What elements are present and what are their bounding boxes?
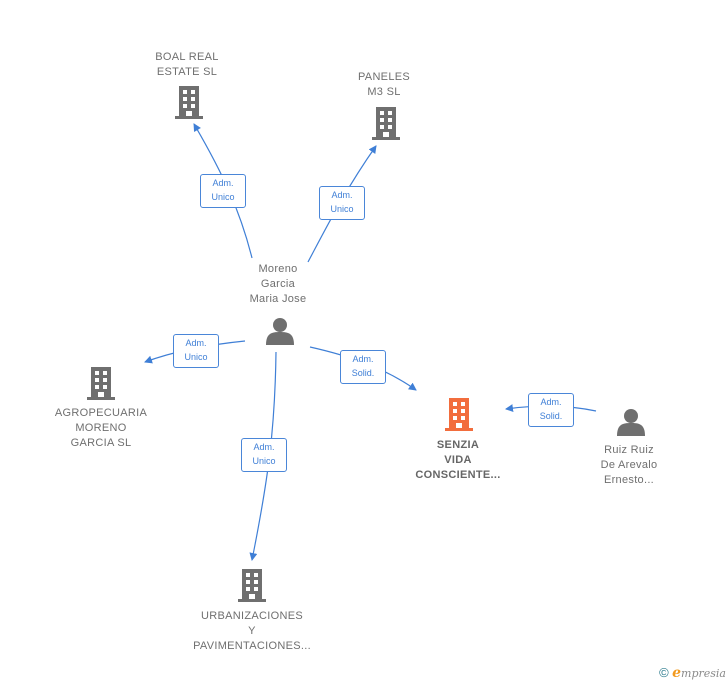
node-label-line: Ruiz Ruiz	[604, 444, 654, 456]
edge-label-line: Unico	[184, 352, 208, 362]
edge-label-line: Adm.	[253, 442, 275, 452]
node-label-line: Ernesto...	[603, 474, 655, 486]
edge-label-line: Unico	[330, 204, 354, 214]
node-label-line: Y	[248, 625, 256, 637]
node-label-line: CONSCIENTE...	[415, 469, 501, 481]
node-label-line: URBANIZACIONES	[201, 610, 303, 622]
node-label-line: Garcia	[260, 278, 296, 290]
edge-label-line: Adm.	[540, 397, 562, 407]
node-label-line: M3 SL	[367, 86, 401, 98]
node-label-line: PAVIMENTACIONES...	[193, 640, 311, 652]
edge-label-boal[interactable]: Adm. Unico	[200, 174, 246, 208]
node-label-line: GARCIA SL	[70, 437, 132, 449]
edge-label-agropecuaria[interactable]: Adm. Unico	[173, 334, 219, 368]
node-label-ruiz[interactable]: Ruiz Ruiz De Arevalo Ernesto...	[579, 443, 679, 488]
brand-logo-initial: e	[672, 665, 682, 681]
edge-label-line: Unico	[252, 456, 276, 466]
edge-label-paneles[interactable]: Adm. Unico	[319, 186, 365, 220]
edge-label-urbanizaciones[interactable]: Adm. Unico	[241, 438, 287, 472]
person-icon[interactable]	[266, 318, 294, 345]
node-label-line: SENZIA	[436, 439, 480, 451]
person-icon[interactable]	[617, 409, 645, 436]
building-icon[interactable]	[87, 367, 115, 400]
building-icon[interactable]	[445, 398, 473, 431]
node-label-line: BOAL REAL	[155, 51, 219, 63]
edge-label-line: Unico	[211, 192, 235, 202]
node-label-line: ESTATE SL	[156, 66, 218, 78]
edge-label-line: Adm.	[331, 190, 353, 200]
brand-footer[interactable]: © empresia	[659, 665, 726, 681]
edge-label-senzia-moreno[interactable]: Adm. Solid.	[340, 350, 386, 384]
node-label-line: De Arevalo	[600, 459, 658, 471]
node-label-agropecuaria[interactable]: AGROPECUARIA MORENO GARCIA SL	[46, 406, 156, 451]
node-label-urbanizaciones[interactable]: URBANIZACIONES Y PAVIMENTACIONES...	[182, 609, 322, 654]
node-label-line: VIDA	[444, 454, 472, 466]
building-icon[interactable]	[238, 569, 266, 602]
brand-logo-text: mpresia	[681, 667, 726, 680]
node-label-line: AGROPECUARIA	[54, 407, 148, 419]
building-icon[interactable]	[175, 86, 203, 119]
edge-label-line: Solid.	[539, 411, 563, 421]
edge-label-line: Solid.	[351, 368, 375, 378]
node-label-line: PANELES	[357, 71, 411, 83]
edge-label-line: Adm.	[352, 354, 374, 364]
node-label-boal[interactable]: BOAL REAL ESTATE SL	[137, 50, 237, 80]
node-label-line: MORENO	[75, 422, 127, 434]
edge-label-line: Adm.	[185, 338, 207, 348]
node-label-line: Maria Jose	[249, 293, 307, 305]
node-label-paneles[interactable]: PANELES M3 SL	[334, 70, 434, 100]
edge-label-senzia-ruiz[interactable]: Adm. Solid.	[528, 393, 574, 427]
building-icon[interactable]	[372, 107, 400, 140]
node-label-line: Moreno	[258, 263, 298, 275]
node-label-moreno[interactable]: Moreno Garcia Maria Jose	[228, 262, 328, 307]
copyright-icon: ©	[659, 665, 669, 680]
node-label-senzia[interactable]: SENZIA VIDA CONSCIENTE...	[403, 438, 513, 483]
edge-label-line: Adm.	[212, 178, 234, 188]
